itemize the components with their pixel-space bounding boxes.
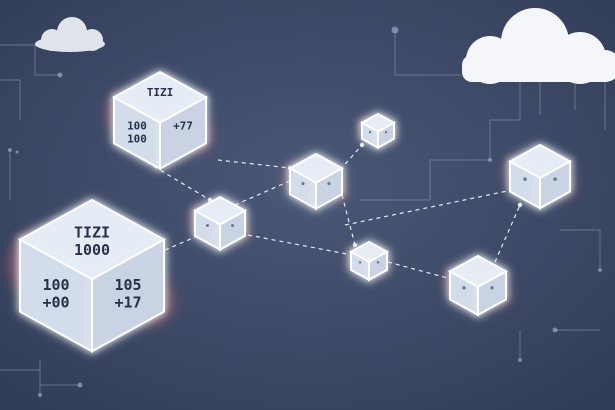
cube-left-label: +00	[42, 293, 69, 311]
cube-center	[286, 152, 346, 211]
cube-left-label: 100	[127, 132, 147, 145]
connector-line	[339, 144, 363, 171]
connector-line	[387, 261, 456, 281]
cube-right-top	[505, 143, 575, 210]
cube-right-face	[91, 237, 165, 353]
cube-dot	[384, 131, 388, 134]
connector-node	[517, 202, 523, 208]
circuit-nodes	[8, 26, 602, 397]
connector-line	[247, 234, 353, 256]
cube-dot	[553, 177, 557, 181]
cube-right-label: +17	[114, 293, 141, 311]
cube-left-label: 100	[127, 120, 147, 133]
cube-center-low	[348, 240, 390, 282]
cube-right-face	[219, 209, 246, 252]
cube-dot	[206, 223, 209, 227]
cloud-icon-large	[462, 8, 615, 84]
cube-dot	[462, 286, 466, 290]
cube-dot	[358, 261, 362, 264]
cube-right-face	[377, 121, 395, 150]
cube-dot	[327, 182, 331, 186]
connector-node	[352, 242, 358, 248]
circuit-lines	[0, 30, 606, 395]
cube-dot	[523, 177, 527, 181]
cube-dot	[231, 223, 234, 227]
cube-dot	[376, 261, 380, 264]
cube-top-label: 1000	[74, 241, 110, 259]
cube-right-face	[539, 159, 571, 210]
cube-right-label: +77	[173, 120, 193, 133]
cube-right-label: 105	[114, 276, 141, 294]
cloud-icon-small	[35, 17, 105, 52]
connector-line	[139, 157, 211, 201]
cube-right-face	[368, 250, 388, 282]
cube-dot	[490, 286, 494, 290]
cube-right-face	[477, 269, 507, 317]
cube-small-top	[359, 112, 397, 150]
connector-line	[234, 179, 293, 206]
connector-node	[359, 142, 365, 148]
cube-dot	[301, 182, 305, 186]
cube-mid-left	[191, 195, 249, 252]
cube-top-label: TIZI	[147, 86, 174, 99]
cube-dot	[368, 131, 372, 134]
cube-right-face	[159, 95, 207, 171]
connector-line	[341, 194, 356, 246]
cube-right-face	[315, 166, 343, 211]
cube-right-low	[445, 254, 511, 317]
connector-line	[164, 234, 201, 251]
connector-line	[494, 204, 521, 263]
cube-left-label: 100	[42, 276, 69, 294]
cube-top-label: TIZI	[74, 224, 110, 242]
